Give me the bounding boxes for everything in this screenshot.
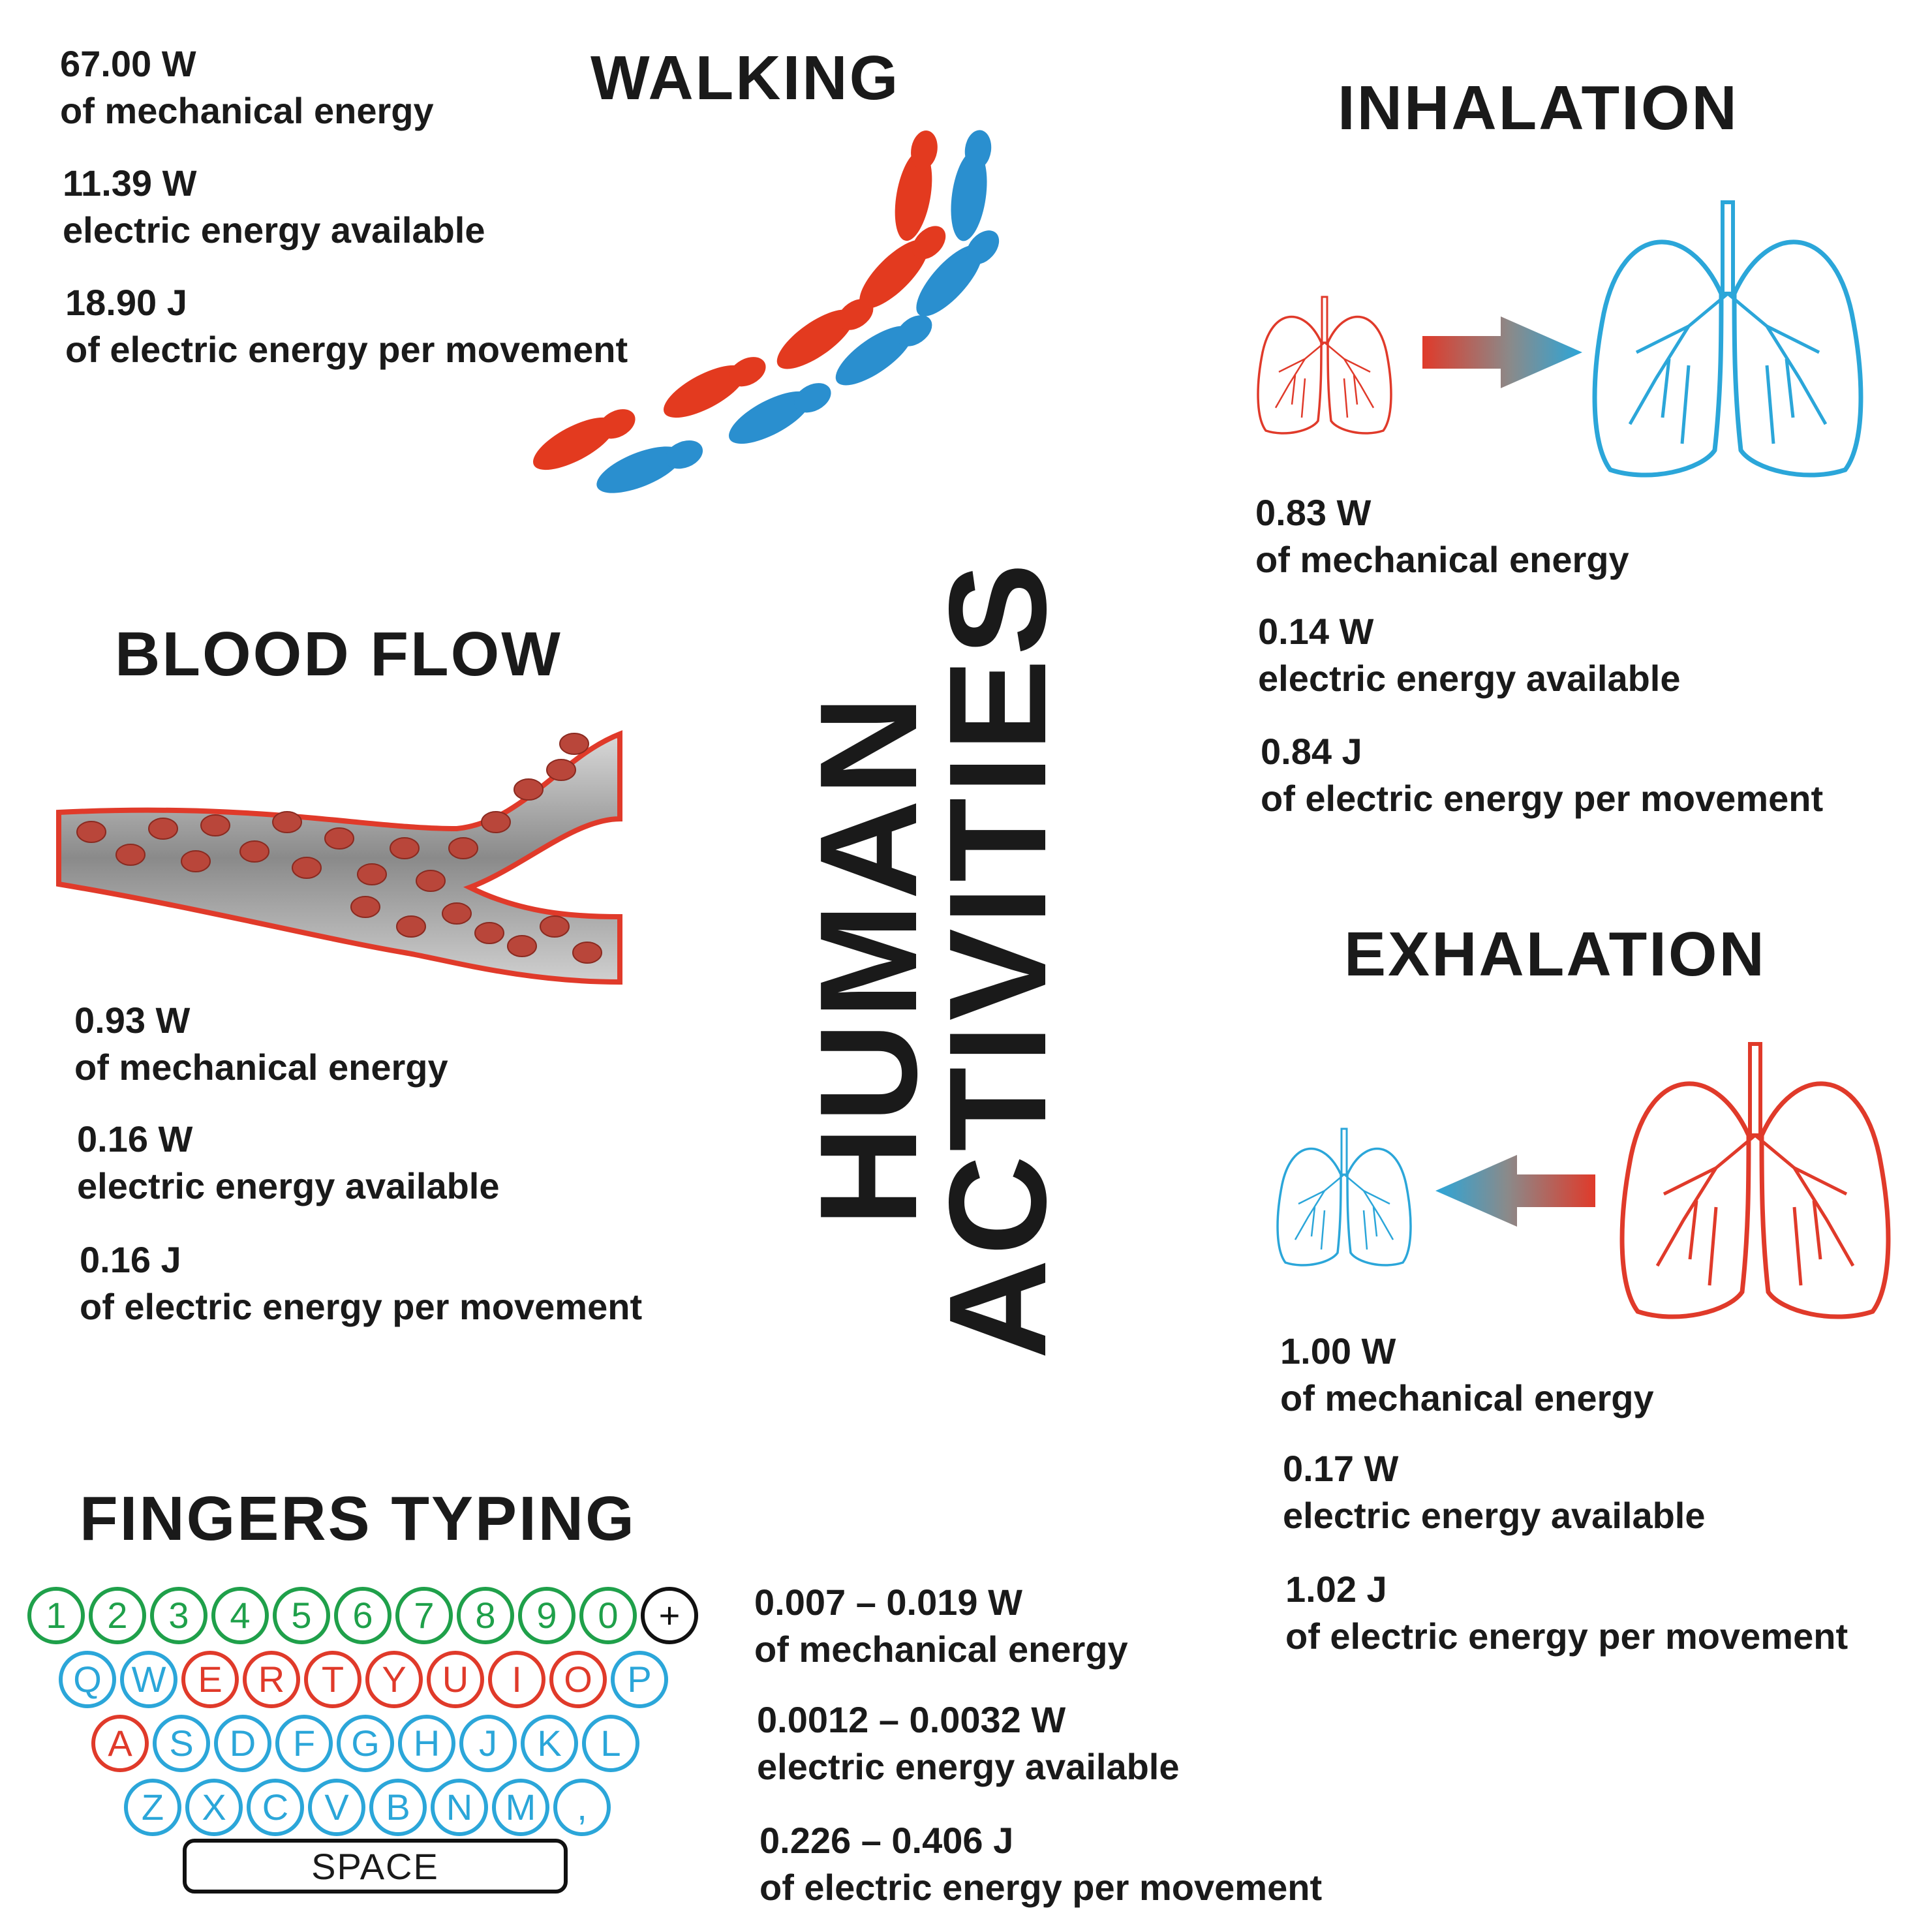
exhalation-stat-electric: 0.17 W electric energy available xyxy=(1283,1445,1706,1539)
stat-desc: of mechanical energy xyxy=(74,1047,448,1088)
keyboard-row-numbers: 1 2 3 4 5 6 7 8 9 0 + xyxy=(27,1587,698,1644)
stat-value: 0.0012 – 0.0032 W xyxy=(757,1699,1066,1740)
stat-value: 0.84 J xyxy=(1261,731,1362,772)
stat-value: 0.007 – 0.019 W xyxy=(754,1582,1022,1623)
key-f: F xyxy=(275,1715,333,1772)
key-h: H xyxy=(398,1715,455,1772)
stat-value: 0.226 – 0.406 J xyxy=(759,1820,1014,1861)
key-0: 0 xyxy=(579,1587,637,1644)
key-5: 5 xyxy=(273,1587,330,1644)
key-y: Y xyxy=(365,1651,423,1708)
stat-value: 11.39 W xyxy=(63,162,197,204)
walking-stat-mechanical: 67.00 W of mechanical energy xyxy=(60,40,434,134)
stat-value: 1.02 J xyxy=(1285,1569,1387,1610)
stat-desc: of electric energy per movement xyxy=(1285,1616,1848,1657)
inhalation-stat-per-movement: 0.84 J of electric energy per movement xyxy=(1261,728,1823,822)
typing-stat-per-movement: 0.226 – 0.406 J of electric energy per m… xyxy=(759,1817,1322,1911)
typing-title: FINGERS TYPING xyxy=(80,1484,636,1554)
stat-value: 18.90 J xyxy=(65,282,187,323)
inhalation-stat-mechanical: 0.83 W of mechanical energy xyxy=(1255,489,1629,583)
key-comma: , xyxy=(553,1779,611,1836)
key-k: K xyxy=(521,1715,578,1772)
stat-desc: electric energy available xyxy=(1258,658,1681,699)
stat-desc: of mechanical energy xyxy=(1255,539,1629,580)
key-6: 6 xyxy=(334,1587,391,1644)
stat-desc: of electric energy per movement xyxy=(759,1867,1323,1908)
stat-desc: of mechanical energy xyxy=(1280,1377,1654,1418)
key-z: Z xyxy=(124,1779,181,1836)
typing-stat-electric: 0.0012 – 0.0032 W electric energy availa… xyxy=(757,1696,1180,1790)
inhalation-title: INHALATION xyxy=(1338,73,1739,143)
inhalation-stat-electric: 0.14 W electric energy available xyxy=(1258,608,1681,702)
key-2: 2 xyxy=(89,1587,146,1644)
stat-desc: of mechanical energy xyxy=(754,1629,1128,1670)
key-plus: + xyxy=(641,1587,698,1644)
key-r: R xyxy=(243,1651,300,1708)
keyboard-row-qwerty: Q W E R T Y U I O P xyxy=(59,1651,668,1708)
exhalation-stat-per-movement: 1.02 J of electric energy per movement xyxy=(1285,1566,1848,1660)
stat-value: 0.17 W xyxy=(1283,1448,1399,1489)
stat-desc: electric energy available xyxy=(757,1746,1180,1787)
blood-flow-stat-electric: 0.16 W electric energy available xyxy=(77,1116,500,1210)
key-m: M xyxy=(492,1779,549,1836)
key-1: 1 xyxy=(27,1587,85,1644)
stat-desc: electric energy available xyxy=(1283,1495,1706,1536)
stat-value: 0.14 W xyxy=(1258,611,1374,652)
key-w: W xyxy=(120,1651,177,1708)
blood-flow-stat-per-movement: 0.16 J of electric energy per movement xyxy=(80,1236,642,1330)
stat-value: 0.16 W xyxy=(77,1118,193,1159)
walking-stat-electric: 11.39 W electric energy available xyxy=(63,160,485,254)
stat-value: 0.93 W xyxy=(74,1000,191,1041)
key-9: 9 xyxy=(518,1587,575,1644)
key-3: 3 xyxy=(150,1587,207,1644)
key-d: D xyxy=(214,1715,271,1772)
key-t: T xyxy=(304,1651,361,1708)
exhalation-stat-mechanical: 1.00 W of mechanical energy xyxy=(1280,1328,1654,1422)
key-u: U xyxy=(427,1651,484,1708)
key-g: G xyxy=(337,1715,394,1772)
key-e: E xyxy=(181,1651,239,1708)
stat-value: 67.00 W xyxy=(60,43,196,84)
key-x: X xyxy=(185,1779,243,1836)
key-o: O xyxy=(549,1651,607,1708)
stat-desc: electric energy available xyxy=(63,209,485,251)
key-8: 8 xyxy=(457,1587,514,1644)
blood-flow-title: BLOOD FLOW xyxy=(115,619,562,689)
stat-value: 1.00 W xyxy=(1280,1330,1396,1372)
key-space: SPACE xyxy=(183,1839,568,1894)
key-l: L xyxy=(582,1715,639,1772)
walking-stat-per-movement: 18.90 J of electric energy per movement xyxy=(65,279,628,373)
key-v: V xyxy=(308,1779,365,1836)
key-q: Q xyxy=(59,1651,116,1708)
exhalation-title: EXHALATION xyxy=(1344,919,1766,989)
keyboard-row-zxcv: Z X C V B N M , xyxy=(124,1779,611,1836)
stat-value: 0.16 J xyxy=(80,1239,181,1280)
key-4: 4 xyxy=(211,1587,269,1644)
key-n: N xyxy=(431,1779,488,1836)
key-c: C xyxy=(247,1779,304,1836)
keyboard-row-asdf: A S D F G H J K L xyxy=(91,1715,639,1772)
walking-title: WALKING xyxy=(590,43,900,113)
typing-stat-mechanical: 0.007 – 0.019 W of mechanical energy xyxy=(754,1579,1128,1673)
stat-desc: of electric energy per movement xyxy=(1261,778,1824,819)
blood-flow-stat-mechanical: 0.93 W of mechanical energy xyxy=(74,997,448,1091)
stat-desc: of mechanical energy xyxy=(60,90,434,131)
stat-value: 0.83 W xyxy=(1255,492,1372,533)
stat-desc: of electric energy per movement xyxy=(65,329,628,370)
key-s: S xyxy=(153,1715,210,1772)
key-j: J xyxy=(459,1715,517,1772)
key-i: I xyxy=(488,1651,545,1708)
stat-desc: of electric energy per movement xyxy=(80,1286,643,1327)
stat-desc: electric energy available xyxy=(77,1165,500,1206)
key-p: P xyxy=(611,1651,668,1708)
key-b: B xyxy=(369,1779,427,1836)
key-a: A xyxy=(91,1715,149,1772)
key-7: 7 xyxy=(395,1587,453,1644)
